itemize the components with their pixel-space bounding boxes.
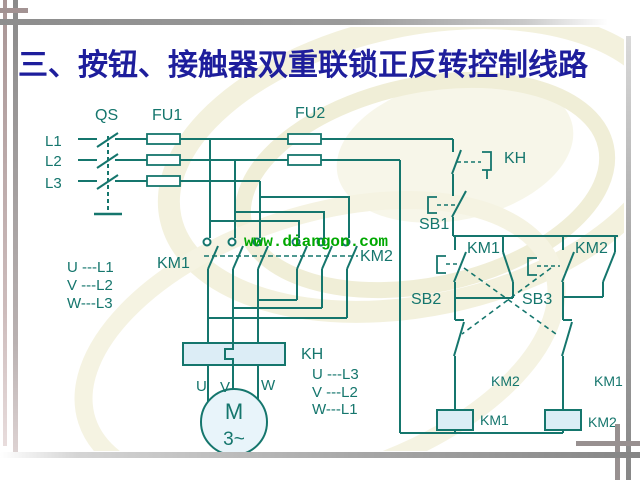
watermark: www.diangon.com (244, 233, 388, 251)
label-fu2: FU2 (295, 105, 325, 122)
kh-heater-element (224, 343, 234, 365)
km2-feeder-l3 (260, 196, 350, 238)
label-sb3: SB3 (522, 291, 552, 308)
km2-interlock-contact (453, 298, 465, 410)
km2-feeder-l2 (235, 211, 325, 238)
label-l3: L3 (45, 175, 62, 192)
km1-interlock-contact (561, 297, 573, 410)
label-l2: L2 (45, 153, 62, 170)
button-interlock-dashes (461, 267, 557, 335)
km2-main-contacts (291, 237, 358, 270)
sb1-button (427, 190, 467, 236)
motor-3ph: 3~ (223, 429, 245, 450)
label-fu1: FU1 (152, 107, 182, 124)
label-km1-interlock: KM1 (594, 373, 623, 389)
km1-map-line1: U ---L1 (67, 259, 114, 276)
km1-main-contacts (202, 237, 269, 270)
motor-m: M (225, 399, 243, 424)
label-km2-coil: KM2 (588, 414, 617, 430)
control-return-rail (399, 160, 563, 434)
label-term-w: W (261, 377, 276, 394)
power-circuit (78, 132, 453, 456)
km1-map-line2: V ---L2 (67, 277, 113, 294)
control-circuit (399, 139, 618, 434)
km2-map-line2: V ---L2 (312, 384, 358, 401)
label-qs: QS (95, 107, 118, 124)
label-kh: KH (301, 346, 323, 363)
km2-map-line1: U ---L3 (312, 366, 359, 383)
fuse-fu1 (146, 133, 181, 187)
label-km2-interlock: KM2 (491, 373, 520, 389)
motor-leads (207, 365, 259, 402)
label-km1: KM1 (157, 255, 190, 272)
km1-coil (436, 409, 474, 431)
page-title: 三、按钮、接触器双重联锁正反转控制线路 (18, 49, 588, 82)
sb3-button (527, 236, 575, 297)
label-l1: L1 (45, 133, 62, 150)
km2-map-line3: W---L1 (312, 401, 358, 418)
label-km2-aux: KM2 (575, 240, 608, 257)
label-term-u: U (196, 378, 207, 395)
kh-contact (451, 149, 492, 196)
km1-aux-contact (455, 236, 514, 299)
label-km1-aux: KM1 (467, 240, 500, 257)
label-km2: KM2 (360, 248, 393, 265)
label-kh-contact: KH (504, 150, 526, 167)
label-term-v: V (220, 379, 230, 396)
contact-outputs (207, 269, 348, 343)
km2-feeder-l1 (210, 220, 300, 238)
label-sb2: SB2 (411, 291, 441, 308)
label-sb1: SB1 (419, 216, 449, 233)
sb2-button (436, 236, 467, 298)
label-km1-coil: KM1 (480, 412, 509, 428)
labels: L1 L2 L3 QS FU1 FU2 KM1 KM2 KH U V W M 3… (45, 105, 623, 450)
km2-coil (544, 409, 582, 431)
phase-stubs (78, 138, 97, 182)
fuse-fu2 (287, 133, 322, 166)
background-swirl (74, 27, 624, 451)
km1-map-line3: W---L3 (67, 295, 113, 312)
km2-aux-contact (563, 236, 616, 298)
